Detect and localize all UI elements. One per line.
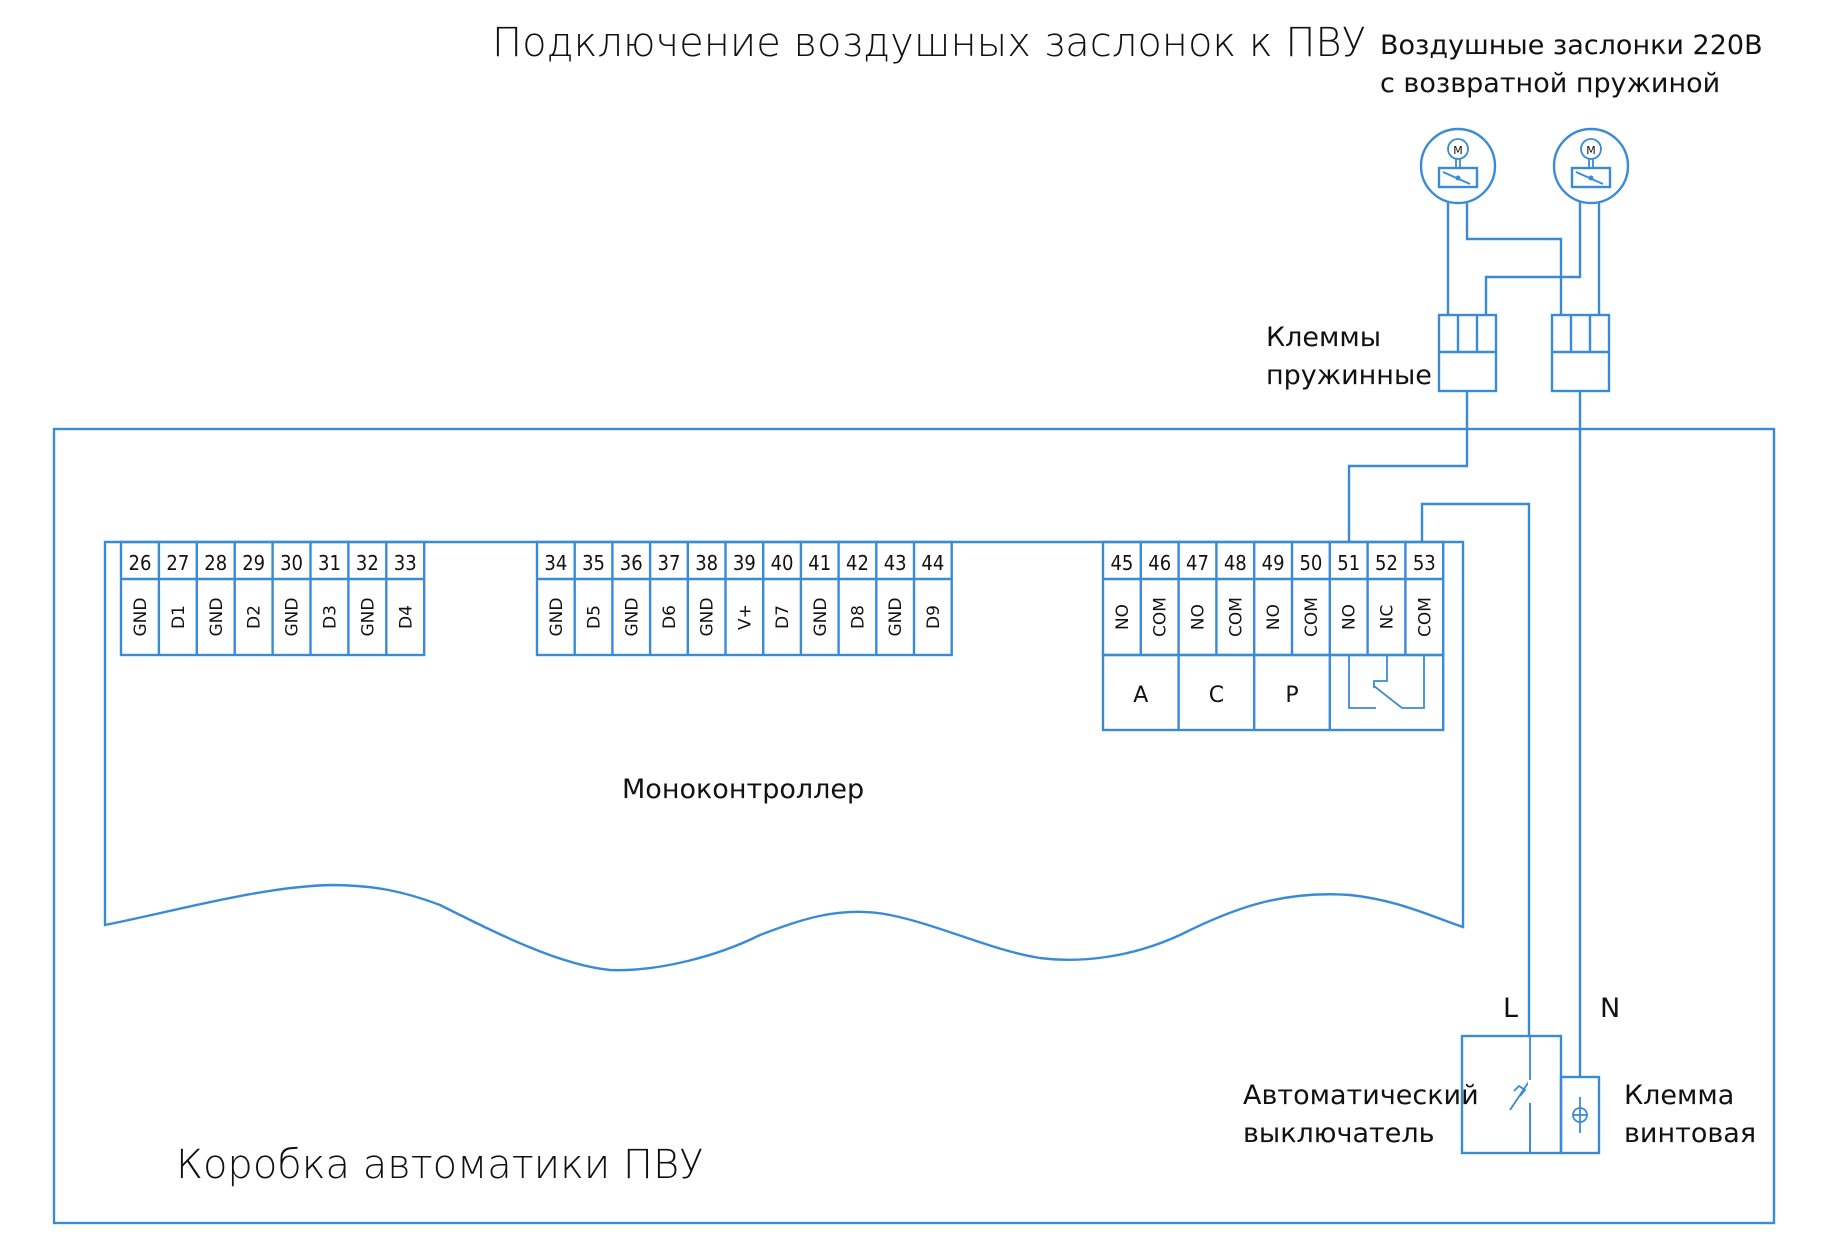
terminal-signal: D3 xyxy=(320,605,340,629)
terminal-signal: D2 xyxy=(245,605,265,629)
terminal-signal: D9 xyxy=(924,605,944,629)
terminal-signal: D1 xyxy=(169,605,189,629)
terminal-signal: NC xyxy=(1378,605,1398,630)
spring-terminals-label-line1: Клеммы xyxy=(1266,322,1381,353)
relay-group-label: C xyxy=(1209,683,1224,708)
neutral-label: N xyxy=(1600,993,1620,1024)
damper-blade-icon xyxy=(1570,166,1612,189)
terminal-signal: COM xyxy=(1415,597,1435,637)
terminal-number: 38 xyxy=(695,551,718,575)
terminal-number: 52 xyxy=(1375,551,1398,575)
terminal-signal: D5 xyxy=(585,605,605,629)
breaker-label-line1: Автоматический xyxy=(1243,1080,1479,1111)
terminal-number: 30 xyxy=(280,551,303,575)
terminal-number: 29 xyxy=(242,551,265,575)
terminal-number: 36 xyxy=(620,551,643,575)
terminal-number: 43 xyxy=(884,551,907,575)
air-damper-1: M xyxy=(1419,127,1497,205)
terminal-signal: GND xyxy=(283,598,303,637)
terminal-signal: D8 xyxy=(848,605,868,629)
terminal-number: 31 xyxy=(318,551,341,575)
motor-icon xyxy=(1447,138,1469,160)
screw-terminal-label-line2: винтовая xyxy=(1624,1118,1756,1149)
terminal-signal: NO xyxy=(1264,604,1284,630)
terminal-signal: GND xyxy=(358,598,378,637)
terminal-number: 48 xyxy=(1224,551,1247,575)
controller-wiring xyxy=(1347,391,1582,1077)
terminal-signal: D4 xyxy=(396,605,416,629)
terminal-signal: COM xyxy=(1226,597,1246,637)
air-damper-2: M xyxy=(1552,127,1630,205)
relay-contact-icon xyxy=(1348,655,1425,709)
terminal-number: 39 xyxy=(733,551,756,575)
terminal-signal: NO xyxy=(1340,604,1360,630)
terminal-number: 51 xyxy=(1337,551,1360,575)
terminal-signal: NO xyxy=(1189,604,1209,630)
terminal-signal: NO xyxy=(1113,604,1133,630)
terminal-number: 41 xyxy=(808,551,831,575)
terminal-number: 33 xyxy=(394,551,417,575)
relay-group-label: A xyxy=(1133,683,1148,708)
terminal-number: 37 xyxy=(658,551,681,575)
terminal-number: 27 xyxy=(166,551,189,575)
terminal-number: 47 xyxy=(1186,551,1209,575)
terminal-number: 44 xyxy=(921,551,944,575)
dampers-label-line2: с возвратной пружиной xyxy=(1380,68,1720,99)
motor-glyph: M xyxy=(1586,144,1596,157)
relay-group-label: P xyxy=(1285,683,1298,708)
terminal-number: 53 xyxy=(1413,551,1436,575)
damper-blade-icon xyxy=(1437,166,1479,189)
terminal-number: 46 xyxy=(1148,551,1171,575)
terminal-signal: GND xyxy=(811,598,831,637)
automation-box xyxy=(52,427,1776,1225)
monocontroller-outline xyxy=(103,540,1465,972)
terminal-signal: COM xyxy=(1302,597,1322,637)
terminal-signal: GND xyxy=(547,598,567,637)
terminal-number: 28 xyxy=(204,551,227,575)
dampers-label-line1: Воздушные заслонки 220В xyxy=(1380,30,1763,61)
screw-terminal xyxy=(1559,1075,1601,1155)
breaker-label-line2: выключатель xyxy=(1243,1118,1435,1149)
terminal-number: 35 xyxy=(582,551,605,575)
terminal-number: 49 xyxy=(1262,551,1285,575)
terminal-signal: GND xyxy=(622,598,642,637)
terminal-number: 32 xyxy=(356,551,379,575)
diagram-title: Подключение воздушных заслонок к ПВУ xyxy=(492,20,1366,66)
phase-label: L xyxy=(1503,993,1518,1024)
terminal-number: 34 xyxy=(544,551,567,575)
spring-terminal-1 xyxy=(1437,313,1498,393)
terminal-signal: V+ xyxy=(735,604,755,630)
terminal-signal: GND xyxy=(886,598,906,637)
controller-label: Моноконтроллер xyxy=(622,774,864,805)
damper-wiring xyxy=(1446,202,1601,315)
terminal-signal: GND xyxy=(698,598,718,637)
terminal-number: 26 xyxy=(129,551,152,575)
motor-icon xyxy=(1580,138,1602,160)
terminal-signal: D7 xyxy=(773,605,793,629)
terminal-number: 42 xyxy=(846,551,869,575)
terminal-number: 40 xyxy=(771,551,794,575)
motor-glyph: M xyxy=(1453,144,1463,157)
terminal-number: 50 xyxy=(1299,551,1322,575)
terminal-number: 45 xyxy=(1110,551,1133,575)
terminal-signal: GND xyxy=(131,598,151,637)
terminal-signal: GND xyxy=(207,598,227,637)
spring-terminal-2 xyxy=(1550,313,1611,393)
screw-terminal-label-line1: Клемма xyxy=(1624,1080,1734,1111)
box-label: Коробка автоматики ПВУ xyxy=(176,1142,704,1188)
terminal-signal: COM xyxy=(1151,597,1171,637)
terminal-signal: D6 xyxy=(660,605,680,629)
spring-terminals-label-line2: пружинные xyxy=(1266,360,1432,391)
